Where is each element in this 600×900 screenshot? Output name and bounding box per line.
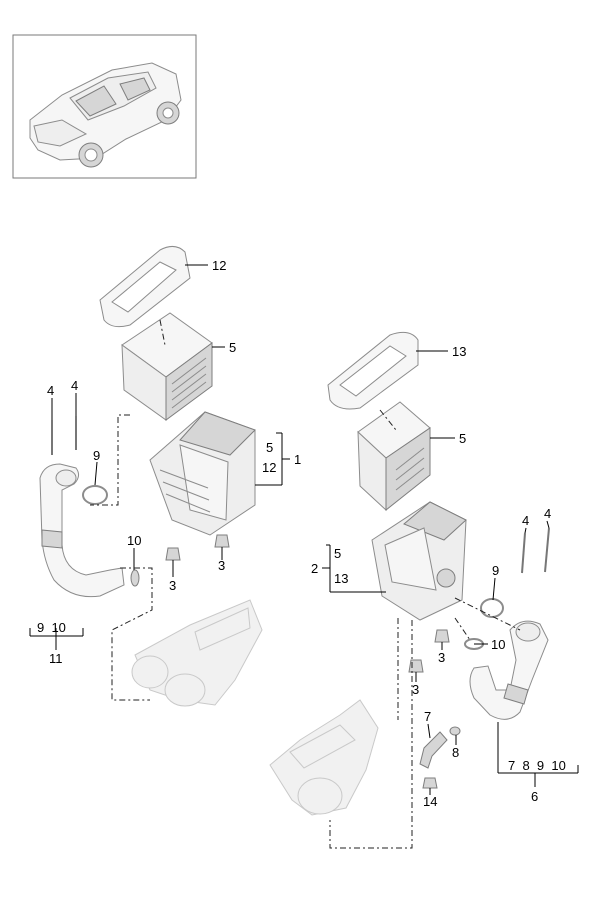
turbocharger-ghost-right xyxy=(269,699,379,816)
callout-labels: 12 5 13 5 5 12 1 5 13 2 4 4 9 10 3 3 9 1… xyxy=(37,258,566,809)
part-6-duct-right xyxy=(469,620,549,720)
callout-3-left-b: 3 xyxy=(218,558,225,573)
right-assembly xyxy=(269,331,550,816)
assembly-dash-lines xyxy=(90,319,521,849)
part-5-filter-left xyxy=(121,312,213,421)
callout-5-right: 5 xyxy=(459,431,466,446)
part-13-gasket xyxy=(327,331,419,410)
left-assembly xyxy=(39,246,263,707)
group-11-items: 9 10 xyxy=(37,620,66,635)
callout-3-right-b: 3 xyxy=(412,682,419,697)
part-7-small-hose xyxy=(419,731,448,769)
group-1-number: 1 xyxy=(294,452,301,467)
part-3-mounts-right xyxy=(408,629,450,673)
group-1-item-b: 12 xyxy=(262,460,276,475)
group-11-number: 11 xyxy=(49,651,63,666)
vehicle-thumbnail xyxy=(12,34,197,179)
group-6-items: 7 8 9 10 xyxy=(508,758,566,773)
callout-10-left: 10 xyxy=(127,533,141,548)
callout-14: 14 xyxy=(423,794,437,809)
group-2-item-a: 5 xyxy=(334,546,341,561)
part-2-airbox-right xyxy=(371,501,467,621)
callout-9-left: 9 xyxy=(93,448,100,463)
part-9-oring-right xyxy=(480,598,504,618)
part-8-connector xyxy=(449,726,461,736)
part-4-bolts-right xyxy=(521,527,550,574)
callout-3-right-a: 3 xyxy=(438,650,445,665)
callout-4-left-b: 4 xyxy=(71,378,78,393)
callout-8: 8 xyxy=(452,745,459,760)
part-9-oring-left xyxy=(82,485,108,505)
leader-lines xyxy=(29,264,579,795)
callout-5-top: 5 xyxy=(229,340,236,355)
callout-7: 7 xyxy=(424,709,431,724)
callout-10-right: 10 xyxy=(491,637,505,652)
part-3-mounts-left xyxy=(165,534,230,561)
part-10-clamp-left xyxy=(130,569,140,587)
car-illustration xyxy=(29,62,182,168)
part-14-nut xyxy=(422,777,438,789)
part-1-airbox-left xyxy=(149,411,256,536)
callout-4-right-b: 4 xyxy=(544,506,551,521)
callout-4-left-a: 4 xyxy=(47,383,54,398)
callout-13: 13 xyxy=(452,344,466,359)
part-5-filter-right xyxy=(357,401,431,512)
callout-9-right: 9 xyxy=(492,563,499,578)
group-1-item-a: 5 xyxy=(266,440,273,455)
group-6-number: 6 xyxy=(531,789,538,804)
turbocharger-ghost-left xyxy=(131,599,263,707)
group-2-number: 2 xyxy=(311,561,318,576)
part-11-duct-left xyxy=(39,463,125,598)
part-4-bolts-left xyxy=(51,416,77,455)
part-12-gasket xyxy=(99,246,191,328)
callout-3-left-a: 3 xyxy=(169,578,176,593)
callout-12: 12 xyxy=(212,258,226,273)
group-2-item-b: 13 xyxy=(334,571,348,586)
callout-4-right-a: 4 xyxy=(522,513,529,528)
